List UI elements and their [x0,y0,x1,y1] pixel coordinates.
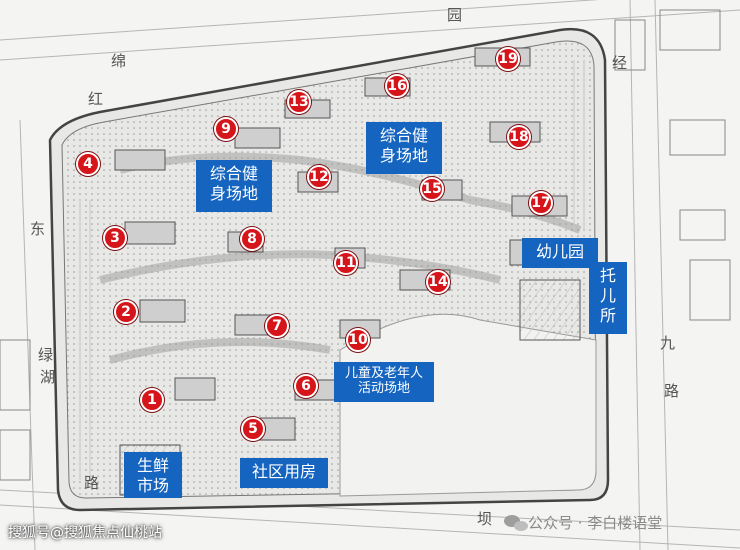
wechat-icon [504,515,528,531]
road-label-lu-left: 路 [84,474,100,492]
watermark-right: 公众号 · 李白楼语堂 [528,514,663,532]
building-marker-8: 8 [240,227,264,251]
building-marker-5: 5 [241,417,265,441]
road-label-lv: 绿 [38,346,54,364]
building-marker-18: 18 [507,125,531,149]
building-marker-1: 1 [140,388,164,412]
road-label-jiu: 九 [660,334,676,352]
kindergarten-label: 幼儿园 [522,238,598,268]
kids-elderly-area-label: 儿童及老年人 活动场地 [334,362,434,402]
building-marker-2: 2 [114,300,138,324]
road-label-dong: 东 [30,220,46,238]
road-label-mian: 绵 [111,52,127,70]
building-marker-19: 19 [496,47,520,71]
road-label-hong: 红 [88,90,104,108]
building-marker-11: 11 [334,251,358,275]
building-marker-9: 9 [214,117,238,141]
fitness-area-left-label: 综合健 身场地 [196,160,272,212]
building-marker-3: 3 [103,226,127,250]
road-label-hu: 湖 [40,368,56,386]
road-label-yuan: 园 [447,6,463,24]
building-marker-6: 6 [294,374,318,398]
building-marker-16: 16 [385,74,409,98]
building-marker-12: 12 [307,165,331,189]
building-marker-4: 4 [76,152,100,176]
building-marker-7: 7 [265,314,289,338]
nursery-label: 托 儿 所 [589,262,627,334]
building-marker-17: 17 [529,191,553,215]
road-label-ba: 坝 [477,510,493,528]
building-marker-14: 14 [426,270,450,294]
road-label-lu-right: 路 [664,382,680,400]
building-marker-15: 15 [420,177,444,201]
watermark-left: 搜狐号@搜狐焦点仙桃站 [8,525,162,541]
fitness-area-right-label: 综合健 身场地 [366,122,442,174]
building-marker-10: 10 [346,328,370,352]
road-label-jing: 经 [612,54,628,72]
community-housing-label: 社区用房 [240,458,328,488]
fresh-market-label: 生鲜 市场 [124,452,182,498]
building-marker-13: 13 [287,90,311,114]
